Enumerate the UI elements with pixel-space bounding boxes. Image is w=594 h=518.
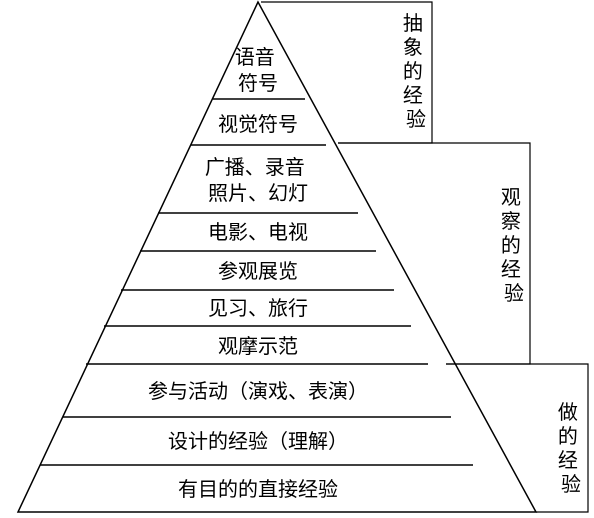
- layer-label-designed-experience: 设计的经验（理解）: [168, 429, 348, 453]
- pyramid-outline: [16, 0, 538, 513]
- group-labels: 抽 象 的 经 验 观 察 的 经 验 做 的 经 验: [403, 11, 584, 496]
- group-label-observe: 观 察 的 经 验: [501, 185, 527, 305]
- layer-label-radio-photos: 广播、录音 照片、幻灯: [205, 155, 311, 205]
- group-label-abstract: 抽 象 的 经 验: [403, 11, 429, 131]
- group-brackets: [261, 1, 589, 513]
- pyramid: [16, 0, 538, 513]
- layer-label-direct-experience: 有目的的直接经验: [178, 477, 338, 501]
- layer-label-participation: 参与活动（演戏、表演）: [148, 379, 368, 403]
- layer-label-visual-symbols: 视觉符号: [218, 112, 298, 136]
- group-label-do: 做 的 经 验: [558, 400, 584, 496]
- layer-label-field-trips: 见习、旅行: [208, 296, 308, 320]
- layer-label-film-tv: 电影、电视: [208, 220, 308, 244]
- layer-label-speech-symbols: 语音 符号: [235, 45, 281, 95]
- layer-label-demonstrations: 观摩示范: [218, 334, 298, 358]
- layer-labels: 语音 符号 视觉符号 广播、录音 照片、幻灯 电影、电视 参观展览 见习、旅行 …: [148, 45, 368, 501]
- group-bracket-do: [446, 363, 589, 513]
- layer-label-exhibitions: 参观展览: [218, 259, 298, 283]
